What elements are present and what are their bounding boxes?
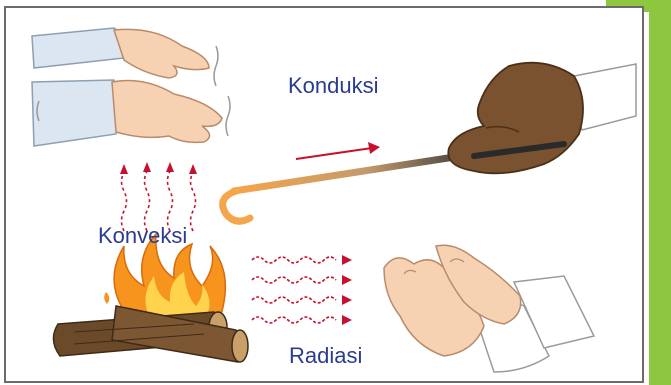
warming-hands-icon (384, 245, 594, 372)
label-radiation: Radiasi (289, 345, 362, 367)
conduction-arrow-icon (296, 142, 380, 159)
heat-transfer-illustration (4, 6, 640, 379)
label-convection: Konveksi (98, 225, 187, 247)
metal-rod-icon (223, 154, 474, 221)
gloved-hand-icon (448, 63, 636, 174)
radiation-arrowheads (342, 255, 352, 325)
accent-bar (649, 0, 671, 385)
convection-arrows-icon (122, 171, 196, 231)
campfire-icon (53, 234, 248, 362)
hands-over-heat-icon (32, 28, 230, 146)
radiation-waves-icon (252, 257, 336, 323)
convection-arrowheads (120, 162, 197, 174)
label-conduction: Konduksi (288, 75, 379, 97)
